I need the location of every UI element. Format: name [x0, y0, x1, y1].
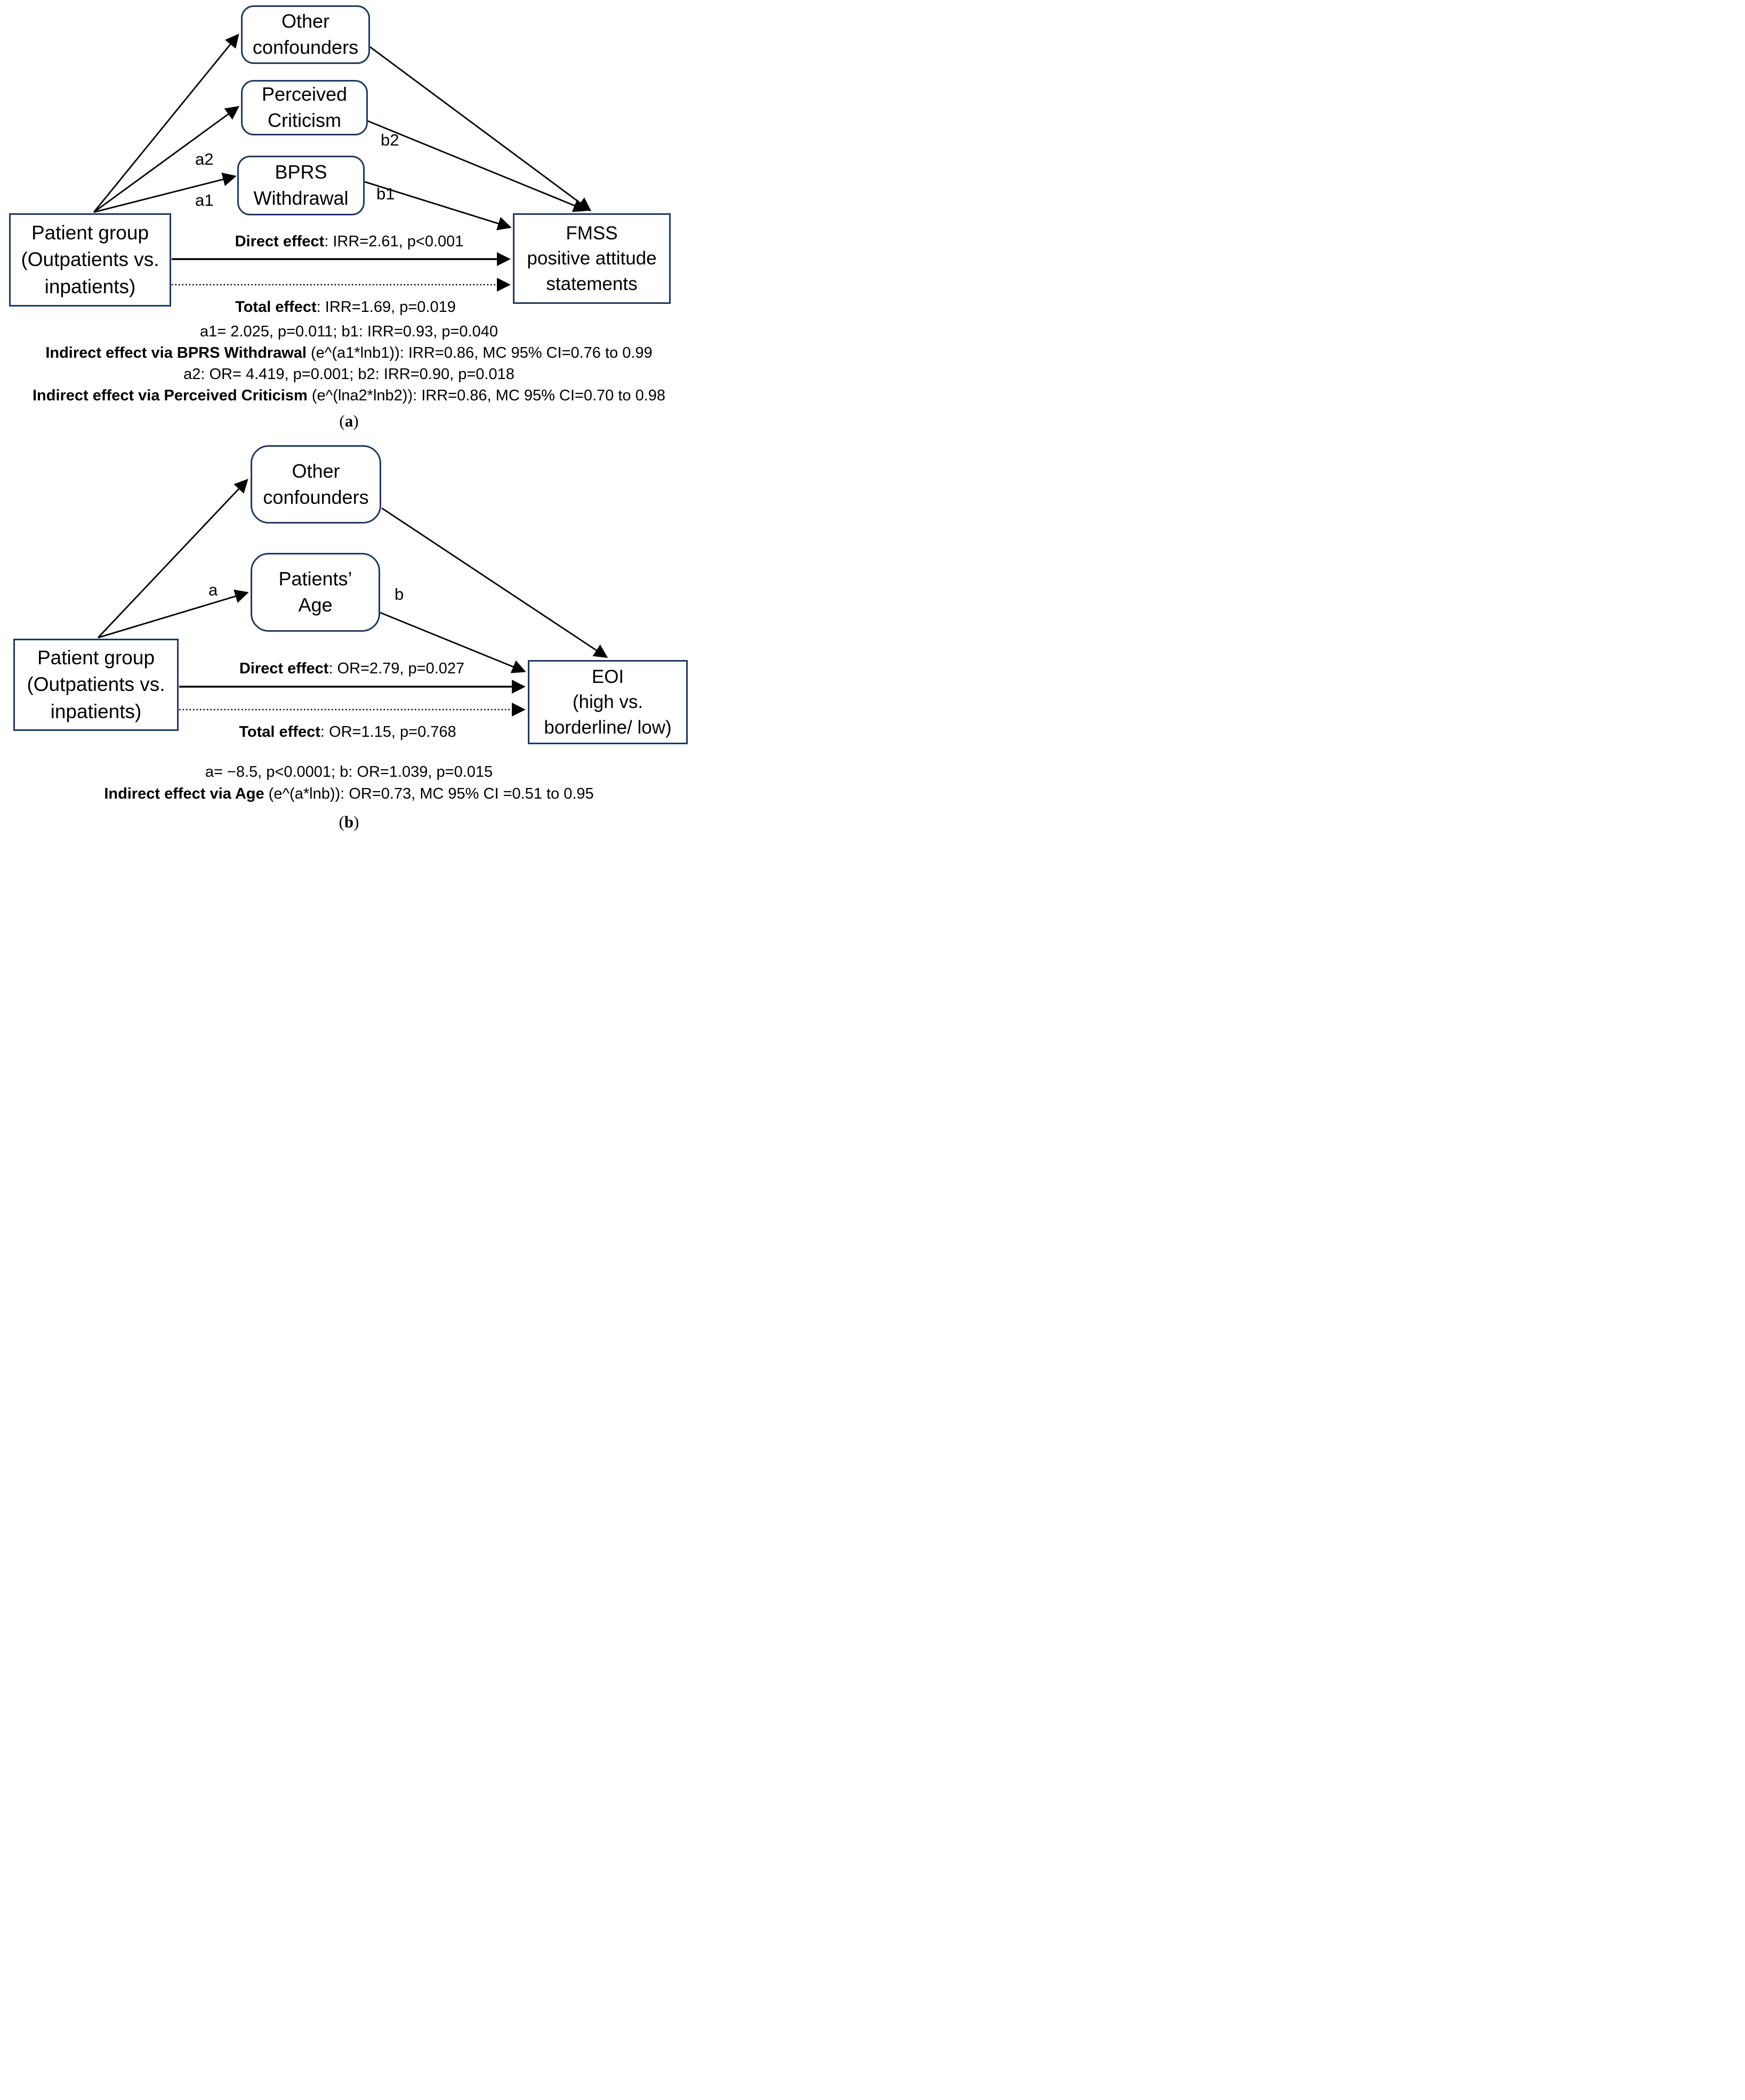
caption-a-letter: a — [344, 412, 353, 430]
arrow-a-patientgroup-to-age — [98, 589, 249, 639]
direct-effect-label-a: Direct effect — [235, 233, 325, 250]
stat-indirect-criticism: Indirect effect via Perceived Criticism … — [0, 385, 698, 406]
arrow-b1-bprs-to-fmss — [364, 181, 512, 230]
total-effect-text-b: Total effect: OR=1.15, p=0.768 — [239, 723, 456, 741]
stat-indirect-age-text: (e^(a*lnb)): OR=0.73, MC 95% CI =0.51 to… — [264, 785, 594, 802]
arrow-a2-patientgroup-to-criticism — [93, 106, 240, 213]
box-eoi-outcome: EOI (high vs. borderline/ low) — [528, 660, 688, 744]
path-label-a2: a2 — [195, 150, 214, 168]
arrow-b-patientgroup-to-confounders — [97, 479, 248, 638]
stats-block-b: a= −8.5, p<0.0001; b: OR=1.039, p=0.015 … — [0, 761, 698, 805]
direct-effect-value-b: : OR=2.79, p=0.027 — [328, 660, 465, 677]
stat-indirect-criticism-bold: Indirect effect via Perceived Criticism — [32, 387, 308, 404]
path-label-a1: a1 — [195, 191, 214, 210]
caption-b-close: ) — [353, 812, 359, 831]
total-effect-label-b: Total effect — [239, 723, 320, 741]
stat-indirect-bprs: Indirect effect via BPRS Withdrawal (e^(… — [0, 342, 698, 364]
box-eoi-outcome-label: EOI (high vs. borderline/ low) — [544, 666, 672, 738]
direct-effect-value-a: : IRR=2.61, p<0.001 — [324, 233, 464, 250]
arrow-a-confounders-to-fmss — [369, 46, 592, 212]
box-patient-group-a-label: Patient group (Outpatients vs. inpatient… — [21, 222, 159, 297]
stat-indirect-age-bold: Indirect effect via Age — [104, 785, 264, 802]
total-effect-text-a: Total effect: IRR=1.69, p=0.019 — [235, 299, 456, 316]
arrow-a1-patientgroup-to-bprs — [93, 172, 237, 213]
path-label-b2: b2 — [381, 131, 399, 149]
stat-a-b-text: a= −8.5, p<0.0001; b: OR=1.039, p=0.015 — [205, 763, 493, 781]
box-bprs-withdrawal: BPRS Withdrawal — [237, 156, 365, 215]
direct-effect-text-b: Direct effect: OR=2.79, p=0.027 — [239, 660, 464, 678]
stat-a2-b2-text: a2: OR= 4.419, p=0.001; b2: IRR=0.90, p=… — [183, 366, 514, 383]
arrow-layer — [93, 33, 608, 717]
caption-b-letter: b — [344, 812, 354, 831]
mediation-figure: Other confounders Perceived Criticism BP… — [0, 0, 698, 840]
stats-block-a: a1= 2.025, p=0.011; b1: IRR=0.93, p=0.04… — [0, 321, 698, 406]
box-other-confounders-b: Other confounders — [251, 445, 381, 524]
caption-panel-b: (b) — [0, 812, 698, 832]
box-patient-group-a: Patient group (Outpatients vs. inpatient… — [9, 213, 171, 307]
arrow-b-age-to-eoi — [380, 612, 526, 673]
total-effect-value-a: : IRR=1.69, p=0.019 — [316, 299, 456, 316]
arrow-b-confounders-to-eoi — [381, 507, 608, 658]
box-perceived-criticism: Perceived Criticism — [241, 80, 368, 135]
stat-a1-b1-text: a1= 2.025, p=0.011; b1: IRR=0.93, p=0.04… — [200, 323, 498, 340]
stat-indirect-bprs-bold: Indirect effect via BPRS Withdrawal — [45, 344, 307, 361]
box-other-confounders-a-label: Other confounders — [252, 10, 359, 58]
path-label-b: b — [395, 585, 404, 604]
stat-indirect-bprs-text: (e^(a1*lnb1)): IRR=0.86, MC 95% CI=0.76 … — [306, 344, 653, 361]
stat-a2-b2: a2: OR= 4.419, p=0.001; b2: IRR=0.90, p=… — [0, 364, 698, 385]
path-label-a: a — [208, 581, 218, 599]
box-fmss-outcome: FMSS positive attitude statements — [513, 213, 671, 304]
box-other-confounders-b-label: Other confounders — [263, 460, 369, 508]
box-perceived-criticism-label: Perceived Criticism — [261, 83, 348, 131]
stat-indirect-criticism-text: (e^(lna2*lnb2)): IRR=0.86, MC 95% CI=0.7… — [307, 387, 666, 404]
stat-a1-b1: a1= 2.025, p=0.011; b1: IRR=0.93, p=0.04… — [0, 321, 698, 342]
direct-effect-label-b: Direct effect — [239, 660, 329, 677]
box-patients-age-label: Patients’ Age — [278, 568, 352, 616]
box-patient-group-b: Patient group (Outpatients vs. inpatient… — [13, 639, 179, 731]
stat-indirect-age: Indirect effect via Age (e^(a*lnb)): OR=… — [0, 783, 698, 805]
arrow-b2-criticism-to-fmss — [367, 120, 588, 212]
direct-effect-text-a: Direct effect: IRR=2.61, p<0.001 — [235, 233, 464, 251]
caption-a-close: ) — [353, 412, 359, 430]
total-effect-value-b: : OR=1.15, p=0.768 — [320, 723, 456, 741]
path-label-b1: b1 — [376, 184, 395, 203]
box-fmss-outcome-label: FMSS positive attitude statements — [527, 222, 657, 294]
box-bprs-withdrawal-label: BPRS Withdrawal — [253, 161, 349, 209]
box-patients-age: Patients’ Age — [251, 553, 380, 632]
total-effect-label-a: Total effect — [235, 299, 317, 316]
caption-a-open: ( — [339, 412, 345, 430]
box-patient-group-b-label: Patient group (Outpatients vs. inpatient… — [27, 647, 165, 722]
caption-b-open: ( — [339, 812, 344, 831]
arrow-a-patientgroup-to-confounders — [93, 33, 239, 213]
stat-a-b: a= −8.5, p<0.0001; b: OR=1.039, p=0.015 — [0, 761, 698, 783]
box-other-confounders-a: Other confounders — [241, 5, 370, 64]
caption-panel-a: (a) — [0, 412, 698, 431]
